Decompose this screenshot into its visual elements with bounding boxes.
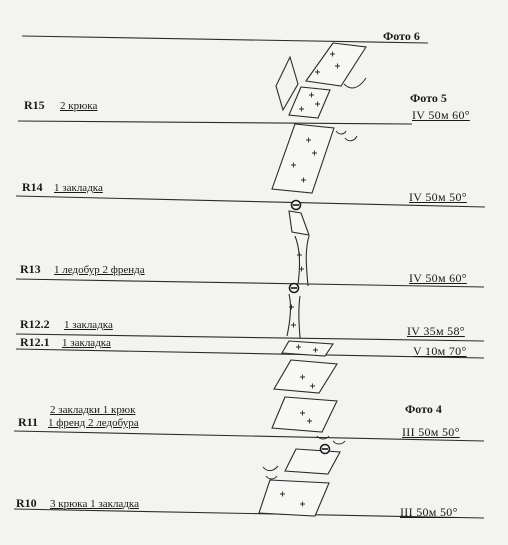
pitch-name-r15: R15 xyxy=(24,98,45,112)
pitch-gear-r13: 1 ледобур 2 френда xyxy=(54,264,145,276)
gully-r12-2 xyxy=(286,293,301,339)
pitch-name-r12-1: R12.1 xyxy=(20,335,50,349)
pitch-name-r10: R10 xyxy=(16,496,37,510)
photo-label-5: Фото 5 xyxy=(410,91,447,105)
belay-line-r11 xyxy=(13,430,485,442)
belay-line-r13 xyxy=(15,278,485,288)
terrain-marks xyxy=(262,77,367,480)
pitch-gear-r14: 1 закладка xyxy=(54,182,103,194)
belay-line-r12-2 xyxy=(15,333,485,342)
belay-line-r14 xyxy=(15,195,486,208)
slab-r12-1 xyxy=(281,340,334,357)
pitch-gear-r11-line1: 2 закладки 1 крюк xyxy=(50,404,136,416)
pitch-grade-r10: III 50м 50° xyxy=(400,505,458,519)
photo-label-4: Фото 4 xyxy=(405,402,442,416)
pitch-name-r14: R14 xyxy=(22,180,43,194)
belay-line-top xyxy=(21,35,429,44)
pitch-name-r12-2: R12.2 xyxy=(20,317,50,331)
slab-r10-upper xyxy=(284,448,341,475)
pitch-grade-r12-2: IV 35м 58° xyxy=(407,324,465,338)
slab-r11-upper xyxy=(273,359,338,394)
pitch-gear-r12-2: 1 закладка xyxy=(64,319,113,331)
pitch-gear-r10: 3 крюка 1 закладка xyxy=(50,498,139,510)
slab-top-flap xyxy=(275,55,299,112)
slab-r15 xyxy=(288,86,331,119)
slab-r10 xyxy=(258,479,330,517)
pitch-grade-r12-1: V 10м 70° xyxy=(413,344,467,358)
pitch-gear-r15: 2 крюка xyxy=(60,100,98,112)
pitch-grade-r11: III 50м 50° xyxy=(402,425,460,439)
protection-marks xyxy=(280,51,340,507)
slab-r14 xyxy=(271,123,335,194)
pitch-grade-r14: IV 50м 50° xyxy=(409,190,467,204)
pitch-gear-r12-1: 1 закладка xyxy=(62,337,111,349)
slab-top-large xyxy=(305,42,367,87)
belay-line-r10 xyxy=(13,508,485,519)
belay-line-r15 xyxy=(17,120,413,125)
gully-r13 xyxy=(294,235,310,287)
pitch-name-r11: R11 xyxy=(18,415,39,429)
pitch-name-r13: R13 xyxy=(20,262,41,276)
belay-station-icons xyxy=(288,199,331,455)
pitch-grade-r13: IV 50м 60° xyxy=(409,271,467,285)
belay-line-r12-1 xyxy=(15,348,485,359)
pitch-gear-r11-line2: 1 френд 2 ледобура xyxy=(48,417,139,429)
slab-r11-lower xyxy=(271,396,338,433)
pitch-grade-r15: IV 50м 60° xyxy=(412,108,470,122)
slab-r13-upper xyxy=(288,210,310,236)
photo-label-6: Фото 6 xyxy=(383,29,420,43)
